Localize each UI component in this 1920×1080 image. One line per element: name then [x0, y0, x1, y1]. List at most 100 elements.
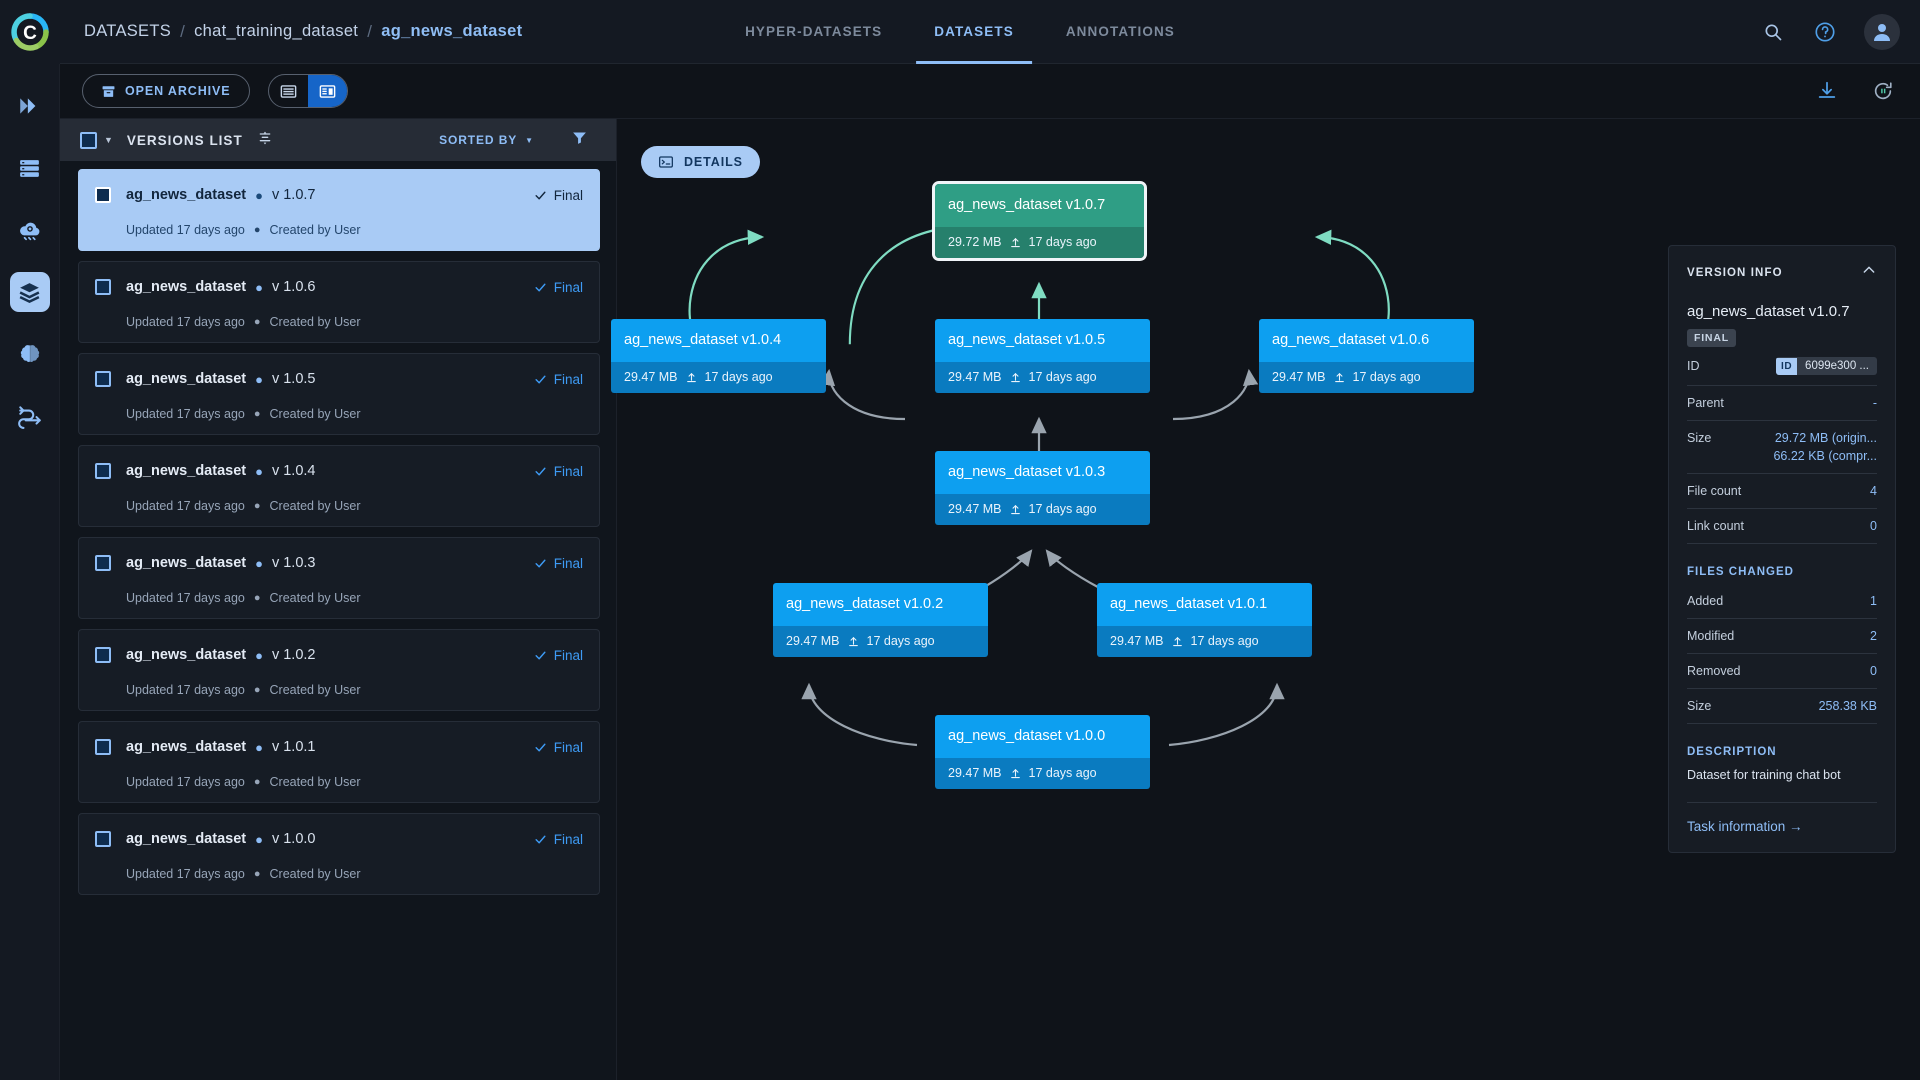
list-item-main-row: ag_news_dataset ● v 1.0.6 Final: [95, 276, 583, 298]
version-label: v 1.0.7: [271, 187, 316, 203]
creator-text: Created by User: [269, 683, 361, 697]
status-label: Final: [553, 555, 583, 571]
dot-separator: ●: [255, 187, 263, 203]
info-key: ID: [1687, 359, 1700, 373]
list-view-icon: [280, 84, 296, 98]
check-icon: [535, 559, 546, 567]
node-footer: 29.47 MB 17 days ago: [935, 362, 1150, 393]
tab-annotations[interactable]: ANNOTATIONS: [1065, 24, 1175, 39]
info-row-size: Size 29.72 MB (origin...: [1687, 421, 1877, 447]
versions-list-scroll[interactable]: ag_news_dataset ● v 1.0.7 Final Updated …: [60, 161, 616, 1080]
select-all-checkbox[interactable]: [80, 131, 97, 149]
row-checkbox[interactable]: [95, 371, 111, 387]
creator-text: Created by User: [269, 499, 361, 513]
list-item-main-row: ag_news_dataset ● v 1.0.5 Final: [95, 368, 583, 390]
node-footer: 29.47 MB 17 days ago: [611, 362, 826, 393]
status-badge: Final: [534, 372, 583, 387]
version-graph-pane[interactable]: DETAILS: [611, 119, 1920, 1080]
tab-datasets[interactable]: DATASETS: [908, 0, 1040, 64]
download-icon[interactable]: [1814, 78, 1840, 104]
row-checkbox[interactable]: [95, 739, 111, 755]
sidebar-item-workers[interactable]: [10, 148, 50, 188]
version-label: v 1.0.2: [271, 647, 316, 663]
check-icon: [535, 467, 546, 475]
clearml-logo[interactable]: C: [0, 0, 60, 64]
auto-refresh-icon[interactable]: [1870, 78, 1896, 104]
sorted-by-control[interactable]: SORTED BY ▼: [439, 133, 534, 147]
list-item[interactable]: ag_news_dataset ● v 1.0.4 Final Updated …: [78, 445, 600, 527]
row-checkbox[interactable]: [95, 279, 111, 295]
list-item-meta: Updated 17 days ago ● Created by User: [95, 591, 583, 605]
node-size: 29.47 MB: [1272, 370, 1326, 384]
details-button[interactable]: DETAILS: [641, 146, 760, 178]
search-icon[interactable]: [1760, 19, 1786, 45]
graph-node-v104[interactable]: ag_news_dataset v1.0.4 29.47 MB 17 days …: [611, 319, 826, 393]
breadcrumb-project[interactable]: chat_training_dataset: [194, 22, 359, 40]
list-item[interactable]: ag_news_dataset ● v 1.0.6 Final Updated …: [78, 261, 600, 343]
node-time: 17 days ago: [704, 370, 773, 384]
dot-separator: ●: [255, 831, 263, 847]
list-item-main-row: ag_news_dataset ● v 1.0.2 Final: [95, 644, 583, 666]
row-checkbox[interactable]: [95, 555, 111, 571]
row-checkbox[interactable]: [95, 647, 111, 663]
graph-node-v100[interactable]: ag_news_dataset v1.0.0 29.47 MB 17 days …: [935, 715, 1150, 789]
files-changed-title: FILES CHANGED: [1687, 566, 1794, 578]
chevron-down-icon[interactable]: ▼: [104, 135, 113, 145]
check-icon: [535, 191, 546, 199]
updated-text: Updated 17 days ago: [126, 683, 245, 697]
help-icon[interactable]: [1812, 19, 1838, 45]
dataset-name: ag_news_dataset: [126, 739, 247, 755]
breadcrumb-root[interactable]: DATASETS: [84, 22, 172, 40]
row-checkbox[interactable]: [95, 463, 111, 479]
files-changed-removed: Removed 0: [1687, 654, 1877, 689]
sidebar-item-orchestration[interactable]: [10, 210, 50, 250]
task-information-link[interactable]: Task information →: [1687, 802, 1877, 852]
status-label: Final: [553, 463, 583, 479]
left-nav-rail: [0, 64, 60, 1080]
check-icon: [535, 651, 546, 659]
graph-node-v106[interactable]: ag_news_dataset v1.0.6 29.47 MB 17 days …: [1259, 319, 1474, 393]
info-value: 0: [1870, 664, 1877, 678]
info-key: Link count: [1687, 519, 1744, 533]
filter-icon[interactable]: [571, 129, 588, 151]
list-item[interactable]: ag_news_dataset ● v 1.0.0 Final Updated …: [78, 813, 600, 895]
dot-separator: ●: [255, 739, 263, 755]
top-header: C DATASETS / chat_training_dataset / ag_…: [0, 0, 1920, 64]
sidebar-item-projects[interactable]: [10, 86, 50, 126]
graph-node-v107[interactable]: ag_news_dataset v1.0.7 29.72 MB 17 days …: [932, 181, 1147, 261]
list-item[interactable]: ag_news_dataset ● v 1.0.7 Final Updated …: [78, 169, 600, 251]
id-chip[interactable]: ID 6099e300 ...: [1776, 357, 1877, 375]
list-item[interactable]: ag_news_dataset ● v 1.0.1 Final Updated …: [78, 721, 600, 803]
list-item[interactable]: ag_news_dataset ● v 1.0.5 Final Updated …: [78, 353, 600, 435]
user-avatar[interactable]: [1864, 14, 1900, 50]
sort-settings-icon[interactable]: [257, 130, 273, 151]
list-item[interactable]: ag_news_dataset ● v 1.0.3 Final Updated …: [78, 537, 600, 619]
list-view-button[interactable]: [269, 75, 308, 107]
dataset-name: ag_news_dataset: [126, 831, 247, 847]
row-checkbox[interactable]: [95, 831, 111, 847]
sidebar-item-pipelines[interactable]: [10, 396, 50, 436]
status-label: Final: [553, 831, 583, 847]
graph-node-v105[interactable]: ag_news_dataset v1.0.5 29.47 MB 17 days …: [935, 319, 1150, 393]
archive-icon: [102, 85, 115, 97]
id-chip-tag: ID: [1776, 357, 1798, 375]
node-title: ag_news_dataset v1.0.2: [773, 583, 988, 626]
graph-node-v103[interactable]: ag_news_dataset v1.0.3 29.47 MB 17 days …: [935, 451, 1150, 525]
graph-node-v102[interactable]: ag_news_dataset v1.0.2 29.47 MB 17 days …: [773, 583, 988, 657]
list-item-meta: Updated 17 days ago ● Created by User: [95, 683, 583, 697]
info-key: Modified: [1687, 629, 1735, 643]
list-item[interactable]: ag_news_dataset ● v 1.0.2 Final Updated …: [78, 629, 600, 711]
row-checkbox[interactable]: [95, 187, 111, 203]
collapse-chevron-up-icon[interactable]: [1861, 262, 1877, 283]
split-view-button[interactable]: [307, 75, 347, 107]
status-label: Final: [553, 371, 583, 387]
node-time: 17 days ago: [1028, 766, 1097, 780]
check-icon: [535, 835, 546, 843]
tab-hyper-datasets[interactable]: HYPER-DATASETS: [745, 24, 883, 39]
sidebar-item-models[interactable]: [10, 334, 50, 374]
status-badge: Final: [534, 740, 583, 755]
graph-node-v101[interactable]: ag_news_dataset v1.0.1 29.47 MB 17 days …: [1097, 583, 1312, 657]
version-info-name: ag_news_dataset v1.0.7: [1687, 303, 1850, 320]
open-archive-button[interactable]: OPEN ARCHIVE: [82, 74, 250, 108]
sidebar-item-datasets[interactable]: [9, 272, 50, 312]
